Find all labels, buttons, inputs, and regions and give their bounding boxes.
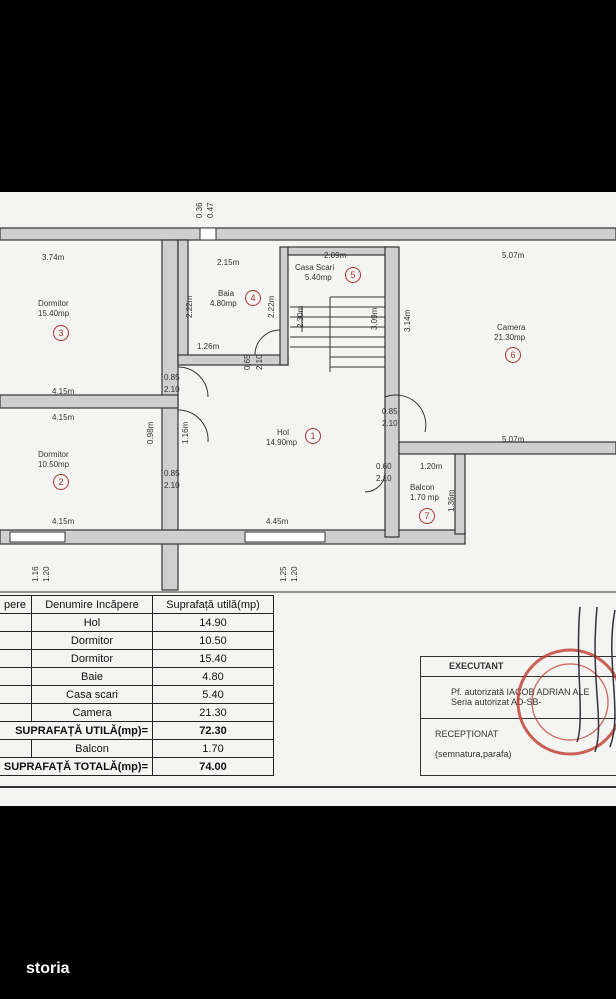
stamp-icon [516, 606, 616, 756]
opening-dim: 0.85 [164, 469, 180, 478]
opening-dim: 1.20 [290, 566, 299, 582]
opening-dim: 2.10 [164, 481, 180, 490]
opening-dim: 0.85 [164, 373, 180, 382]
dim: 5.07m [502, 251, 525, 260]
executant-line: Seria autorizat AD-SB- [451, 697, 542, 707]
room-number: 2 [53, 474, 69, 490]
opening-dim: 1.25 [279, 566, 288, 582]
opening-dim: 2.10 [376, 474, 392, 483]
opening-dim: 0.47 [206, 202, 215, 218]
dim: 4.15m [52, 387, 75, 396]
opening-dim: 1.16 [31, 566, 40, 582]
opening-dim: 0.85 [382, 407, 398, 416]
room-name: Hol [277, 428, 290, 437]
opening-dim: 2.10 [255, 354, 264, 370]
dim: 3.74m [42, 253, 65, 262]
room-name: Baia [218, 289, 235, 298]
opening-dim: 0.60 [376, 462, 392, 471]
table-header: Denumire Incăpere [31, 595, 153, 614]
executant-title: EXECUTANT [421, 657, 616, 677]
signature-label: (semnatura,parafa) [435, 749, 512, 759]
storia-logo: storia [26, 960, 70, 977]
room-number: 6 [505, 347, 521, 363]
opening-dim: 0.36 [195, 202, 204, 218]
dim: 4.15m [52, 517, 75, 526]
opening-dim: 2.10 [382, 419, 398, 428]
room-area: 5.40mp [305, 273, 332, 282]
dim: 4.15m [52, 413, 75, 422]
room-area: 10.50mp [38, 460, 70, 469]
useful-area-row: SUPRAFAȚĂ UTILĂ(mp)=72.30 [0, 721, 274, 740]
room-number: 1 [305, 428, 321, 444]
room-name: Dormitor [38, 299, 69, 308]
dim: 3.09m [370, 307, 379, 330]
room-name: Camera [497, 323, 526, 332]
room-name: Dormitor [38, 450, 69, 459]
room-area: 4.80mp [210, 299, 237, 308]
received-label: RECEPȚIONAT [435, 729, 499, 739]
dim: 2.22m [267, 295, 276, 318]
room-number: 7 [419, 508, 435, 524]
opening-dim: 1.20 [42, 566, 51, 582]
dim: 2.22m [185, 295, 194, 318]
room-name: Casa Scari [295, 263, 335, 272]
dim: 2.09m [324, 251, 347, 260]
total-area-row: SUPRAFAȚĂ TOTALĂ(mp)=74.00 [0, 757, 274, 776]
room-number: 4 [245, 290, 261, 306]
opening-dim: 2.10 [164, 385, 180, 394]
room-number: 5 [345, 267, 361, 283]
dim: 2.15m [217, 258, 240, 267]
dim: 3.14m [403, 309, 412, 332]
dim: 1.16m [181, 421, 190, 444]
floor-plan-document: 3.74m 4.15m 4.15m 4.15m 2.15m 2.22m 2.22… [0, 192, 616, 806]
room-area: 1.70 mp [410, 493, 439, 502]
dim: 4.45m [266, 517, 289, 526]
floor-plan-walls [0, 227, 616, 788]
dim: 2.30m [296, 305, 305, 328]
room-area: 14.90mp [266, 438, 298, 447]
table-header: pere [0, 595, 32, 614]
opening-dim: 0.65 [243, 354, 252, 370]
table-header: Suprafață utilă(mp) [152, 595, 274, 614]
room-number: 3 [53, 325, 69, 341]
room-name: Balcon [410, 483, 435, 492]
room-area: 21.30mp [494, 333, 526, 342]
dim: 1.36m [447, 489, 456, 512]
dim: 0.98m [146, 421, 155, 444]
dim: 1.20m [420, 462, 443, 471]
dim: 1.26m [197, 342, 220, 351]
dim: 5.07m [502, 435, 525, 444]
room-area: 15.40mp [38, 309, 70, 318]
